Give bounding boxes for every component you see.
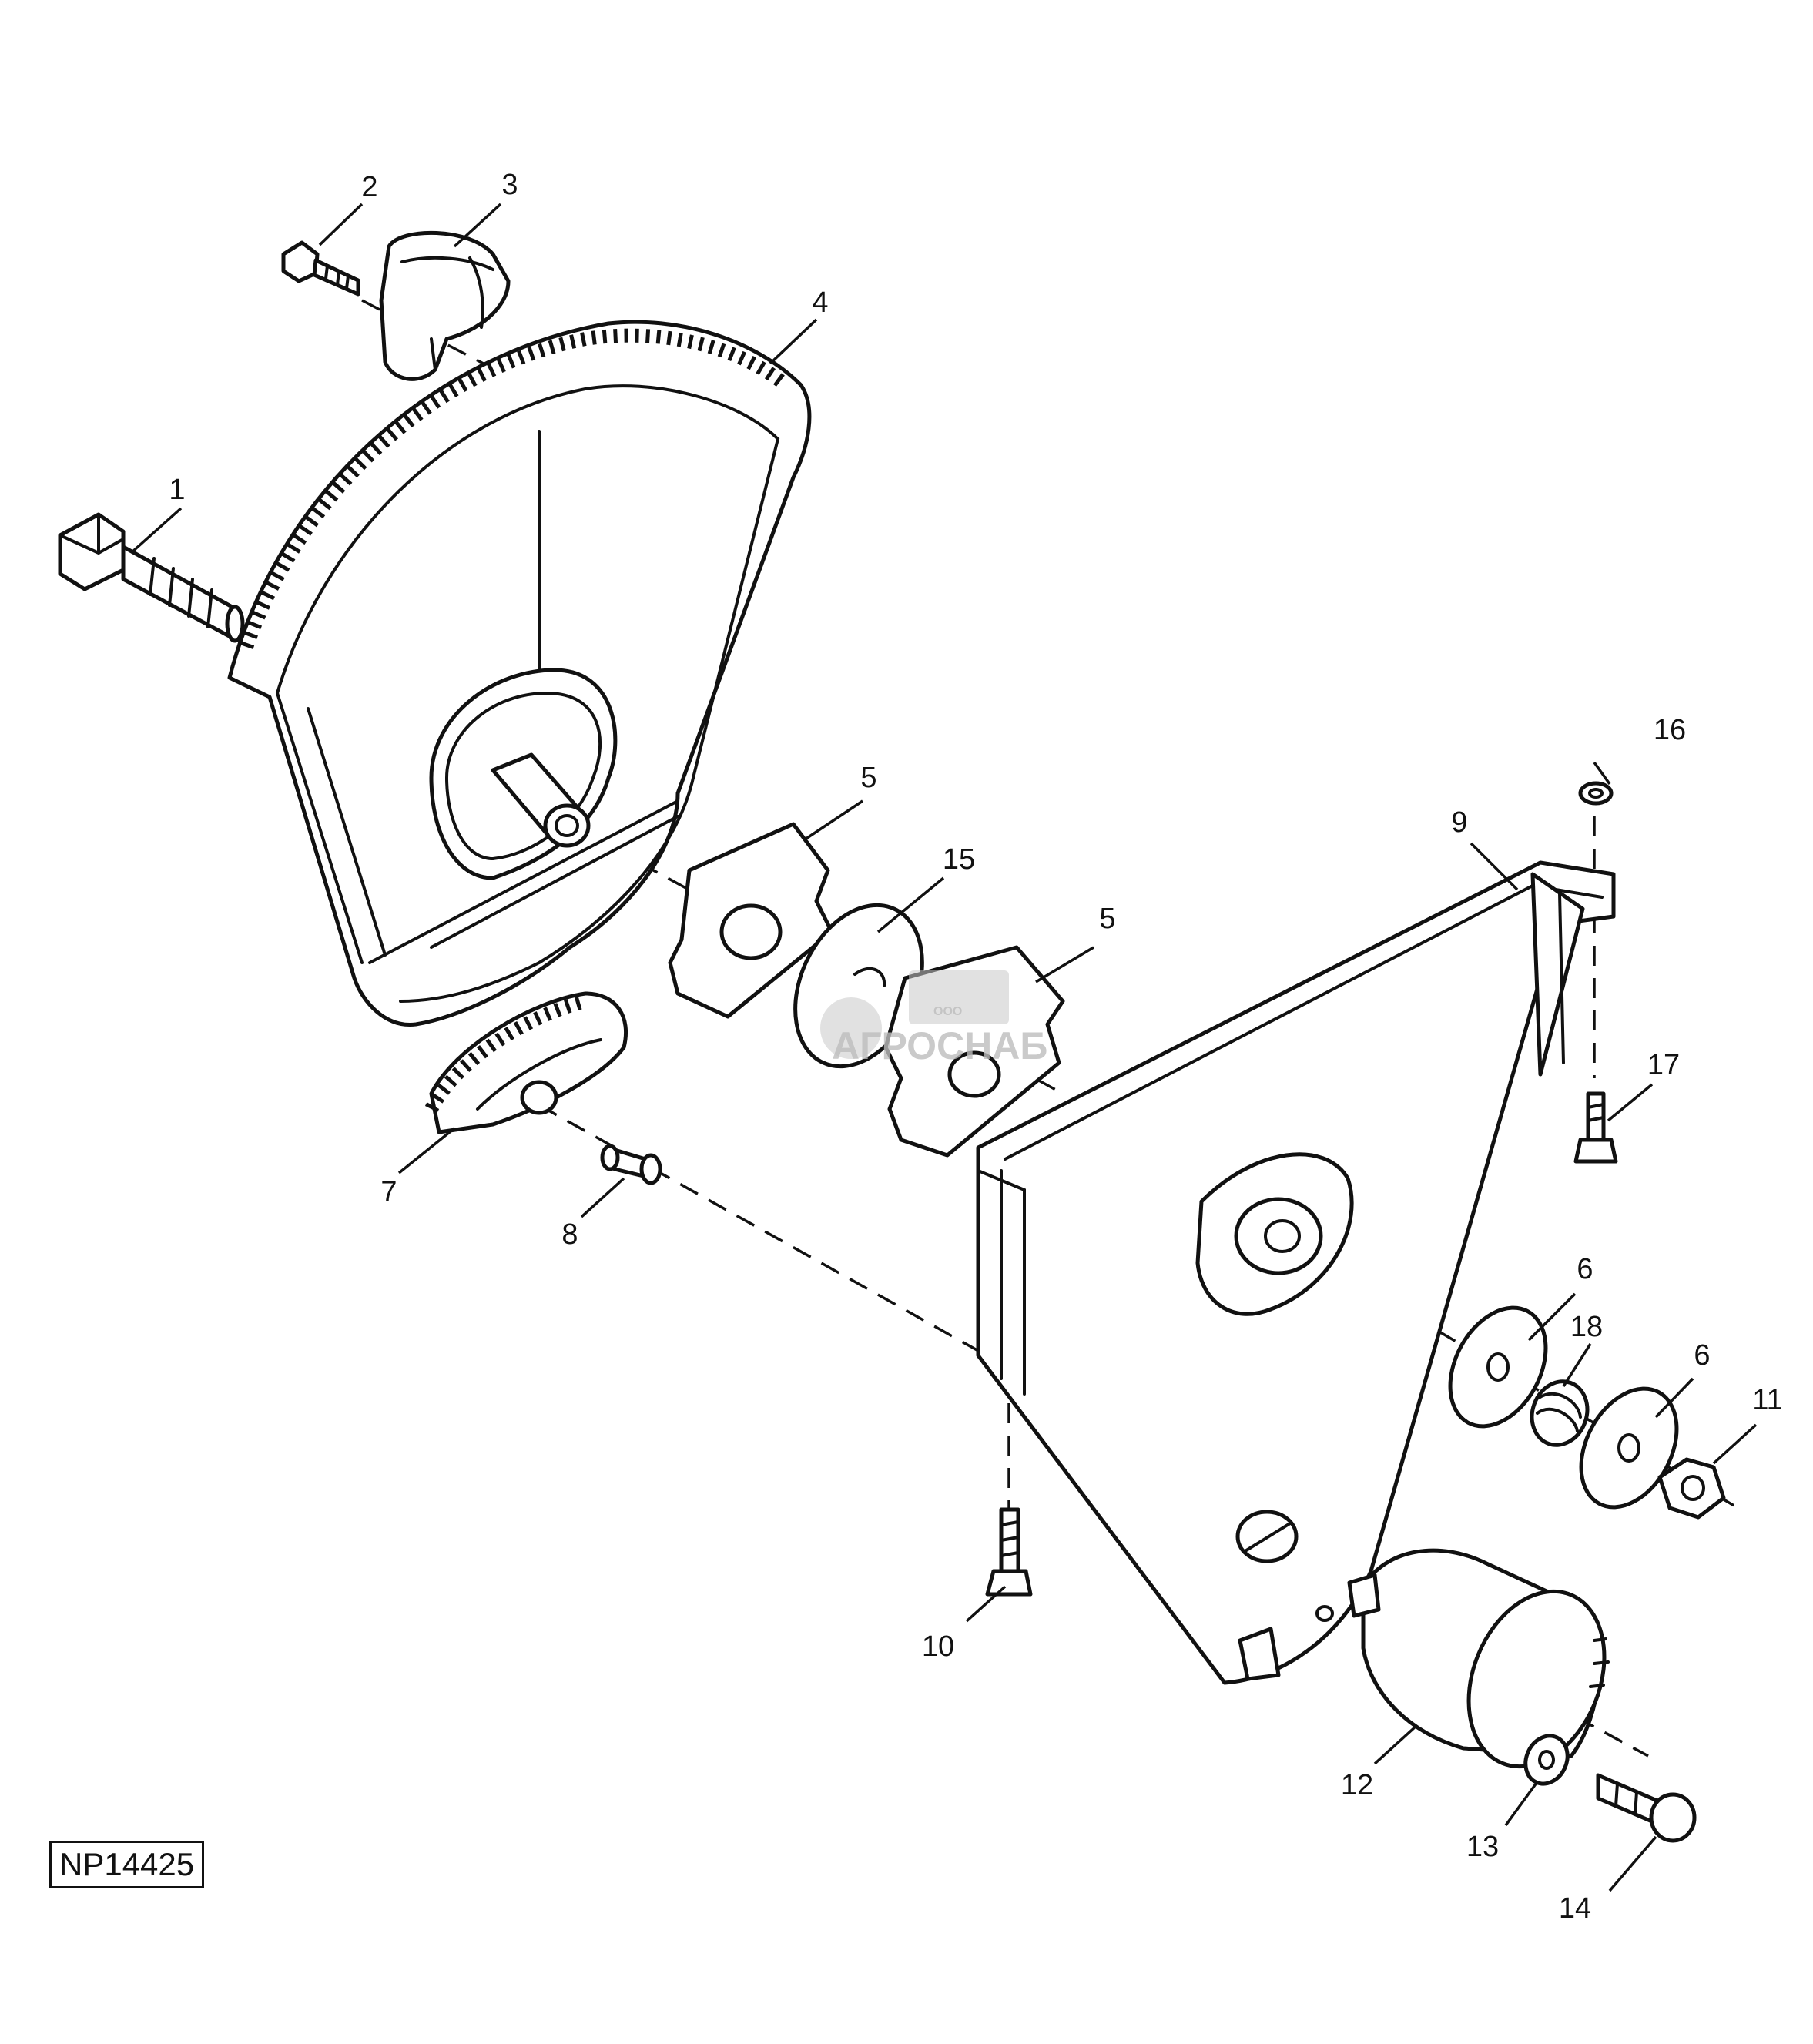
roll-pin-part-8 <box>600 1144 662 1185</box>
callout-labels: 1 2 3 4 5 5 6 6 7 8 9 10 11 12 13 14 15 … <box>169 169 1782 1925</box>
knob-part-3 <box>379 230 511 381</box>
cap-screw-part-2 <box>281 240 360 297</box>
callout-5a: 5 <box>860 762 876 794</box>
mounting-bracket-part-9 <box>976 860 1616 1685</box>
callout-8: 8 <box>561 1218 578 1251</box>
cap-screw-part-14 <box>1596 1773 1697 1843</box>
callout-15: 15 <box>943 843 975 876</box>
callout-7: 7 <box>380 1176 397 1208</box>
figure-id-label: NP14425 <box>49 1841 205 1888</box>
callout-14: 14 <box>1559 1892 1591 1925</box>
callout-6a: 6 <box>1577 1253 1593 1285</box>
callout-2: 2 <box>361 171 377 203</box>
washer-part-13 <box>1523 1734 1570 1786</box>
washer-part-6-left <box>1448 1305 1548 1429</box>
callout-6b: 6 <box>1694 1339 1710 1372</box>
callout-4: 4 <box>812 286 828 319</box>
washer-part-16 <box>1578 781 1614 806</box>
callout-16: 16 <box>1654 714 1686 746</box>
callout-3: 3 <box>501 169 518 201</box>
callout-leaders <box>129 203 1758 1892</box>
svg-text:АГРОСНАБ: АГРОСНАБ <box>832 1024 1047 1067</box>
callout-18: 18 <box>1570 1311 1603 1343</box>
sector-gear-part-4 <box>227 320 812 1027</box>
washer-part-6-right <box>1579 1386 1679 1510</box>
axis-line-pin-8 <box>538 1104 994 1361</box>
callout-12: 12 <box>1341 1769 1373 1801</box>
callout-10: 10 <box>922 1630 954 1663</box>
pinion-gear-part-7 <box>424 991 628 1134</box>
rotary-sensor-part-12 <box>1347 1548 1610 1769</box>
screw-part-17 <box>1573 1091 1618 1164</box>
callout-5b: 5 <box>1099 903 1115 935</box>
svg-text:ООО: ООО <box>933 1005 962 1018</box>
callout-1: 1 <box>169 474 185 506</box>
screw-part-10 <box>985 1507 1033 1597</box>
callout-17: 17 <box>1647 1049 1680 1081</box>
watermark-logo: ООО АГРОСНАБ <box>820 970 1047 1067</box>
hex-bolt-part-1 <box>58 512 245 643</box>
callout-9: 9 <box>1451 806 1467 839</box>
friction-plate-part-5-left <box>668 822 834 1019</box>
callout-11: 11 <box>1752 1384 1782 1416</box>
spring-part-18 <box>1530 1379 1590 1447</box>
callout-13: 13 <box>1466 1831 1499 1863</box>
hex-nut-part-11 <box>1657 1457 1726 1520</box>
